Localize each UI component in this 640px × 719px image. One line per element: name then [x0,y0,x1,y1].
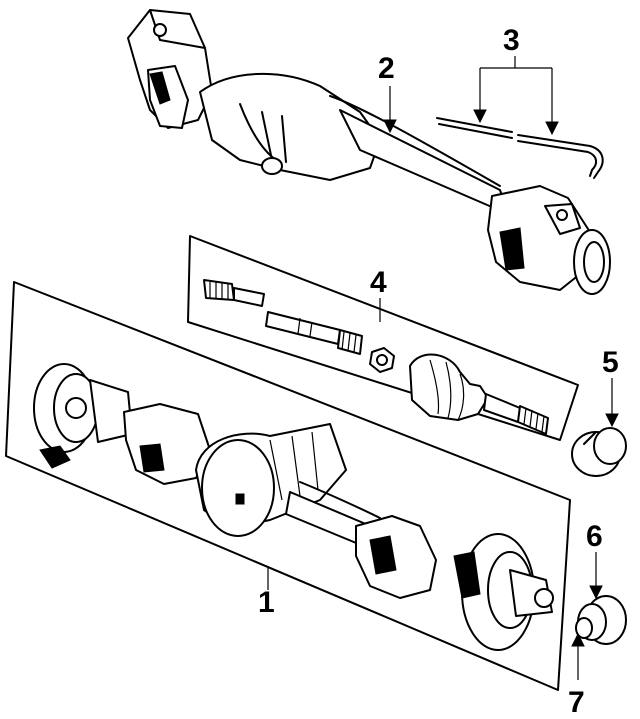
callout-4: 4 [370,266,387,299]
vent-tubes-part-3 [436,56,604,179]
axle-shaft-panel-part-4 [187,235,579,441]
callout-3: 3 [503,24,520,57]
callout-5: 5 [602,346,619,379]
seal-part-7 [571,617,593,680]
cap-part-5 [571,378,627,477]
callout-2: 2 [378,52,395,85]
axle-housing-part-2 [127,9,611,295]
callout-1: 1 [258,586,275,619]
callout-7: 7 [568,686,585,719]
front-axle-assembly-part-1 [5,281,571,691]
callout-6: 6 [586,520,603,553]
